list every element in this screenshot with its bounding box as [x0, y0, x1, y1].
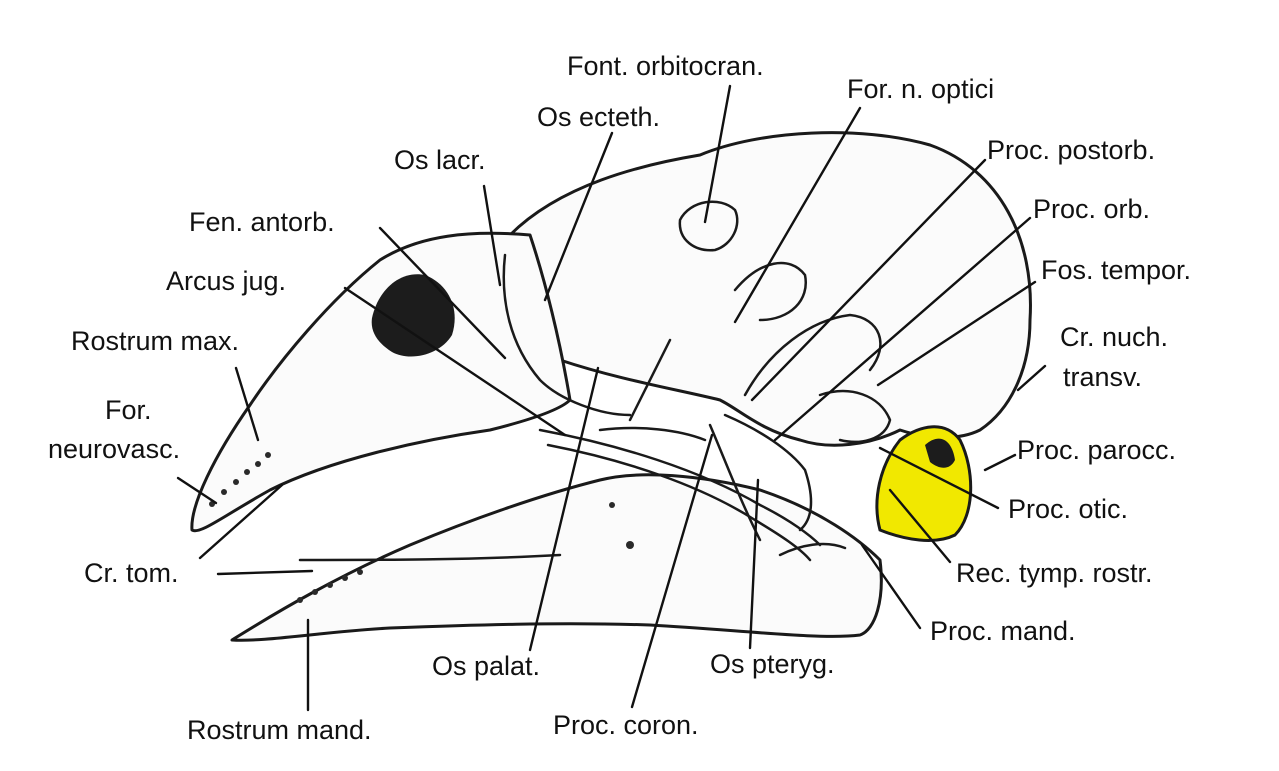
label-cr-tom: Cr. tom.	[84, 558, 179, 588]
label-proc-parocc: Proc. parocc.	[1017, 435, 1177, 465]
label-arcus-jug: Arcus jug.	[166, 266, 287, 296]
label-os-palat: Os palat.	[432, 651, 541, 681]
quadrate-region	[875, 425, 973, 542]
label-fen-antorb: Fen. antorb.	[189, 207, 335, 237]
orbitocranial-fontanelle	[678, 200, 739, 252]
label-proc-otic: Proc. otic.	[1008, 494, 1129, 524]
label-proc-coron: Proc. coron.	[553, 710, 699, 740]
label-rostrum-mand: Rostrum mand.	[187, 715, 372, 745]
label-cr-nuch-line1: Cr. nuch.	[1060, 322, 1169, 352]
label-fos-tempor: Fos. tempor.	[1041, 255, 1192, 285]
label-os-ecteth: Os ecteth.	[537, 102, 661, 132]
antorbital-fenestra	[371, 274, 455, 357]
label-font-orbitocran: Font. orbitocran.	[567, 51, 764, 81]
label-rec-tymp-rostr: Rec. tymp. rostr.	[956, 558, 1153, 588]
label-os-lacr: Os lacr.	[394, 145, 486, 175]
leader-lines	[176, 84, 1047, 712]
label-for-neurovasc-line1: For.	[105, 395, 152, 425]
label-for-neurovasc-line2: neurovasc.	[48, 434, 181, 464]
lower-mandible	[230, 473, 883, 642]
label-rostrum-max: Rostrum max.	[71, 326, 240, 356]
label-for-n-optici: For. n. optici	[847, 74, 995, 104]
label-proc-postorb: Proc. postorb.	[987, 135, 1156, 165]
label-cr-nuch-line2: transv.	[1063, 362, 1143, 392]
label-os-pteryg: Os pteryg.	[710, 649, 835, 679]
quadrate-dark	[925, 438, 955, 468]
label-proc-mand: Proc. mand.	[930, 616, 1076, 646]
cranium	[505, 131, 1032, 447]
label-proc-orb: Proc. orb.	[1033, 194, 1151, 224]
